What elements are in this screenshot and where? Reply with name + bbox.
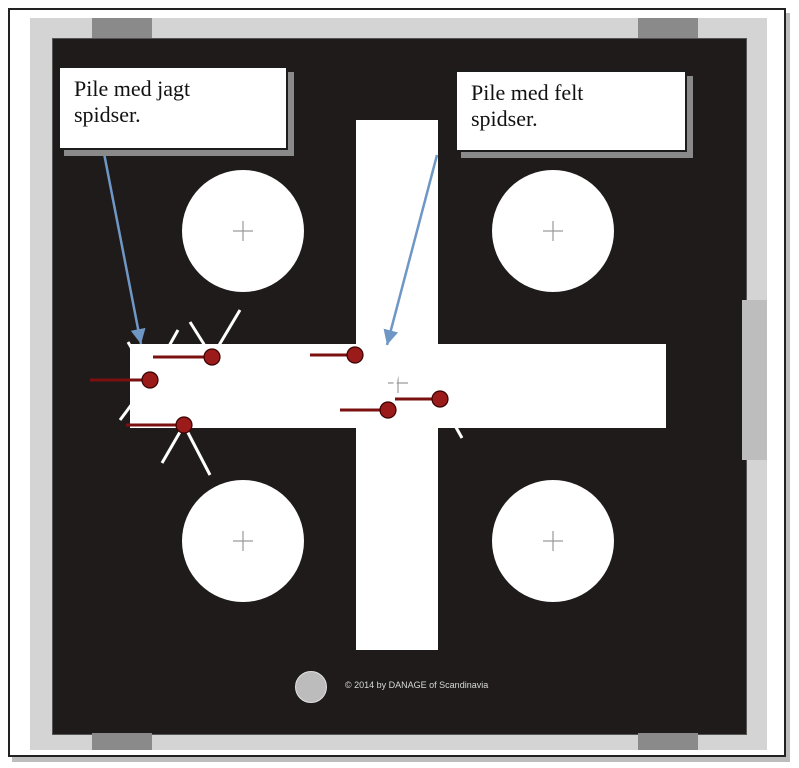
arrow-4 <box>310 317 380 393</box>
pointer-left <box>101 147 146 345</box>
board-strip-bottom-left <box>92 733 152 750</box>
pointer-right <box>383 154 439 346</box>
board-strip-top-left <box>92 18 152 38</box>
crosshairs <box>233 221 563 551</box>
board-strip-right <box>742 300 767 460</box>
arrow-2 <box>153 309 258 406</box>
board-strip-bottom-right <box>638 733 698 750</box>
arrows-hunting-points <box>90 309 258 476</box>
callout-field-points: Pile med felt spidser. <box>455 70 687 152</box>
danage-seal-logo <box>295 671 327 703</box>
board-strip-top-right <box>638 18 698 38</box>
copyright-text: © 2014 by DANAGE of Scandinavia <box>345 680 489 690</box>
callout-hunting-points: Pile med jagt spidser. <box>58 66 288 150</box>
arrows-field-points <box>310 317 464 456</box>
arrow-3 <box>126 377 230 476</box>
arrow-5 <box>340 371 412 456</box>
arrow-6 <box>395 357 464 439</box>
